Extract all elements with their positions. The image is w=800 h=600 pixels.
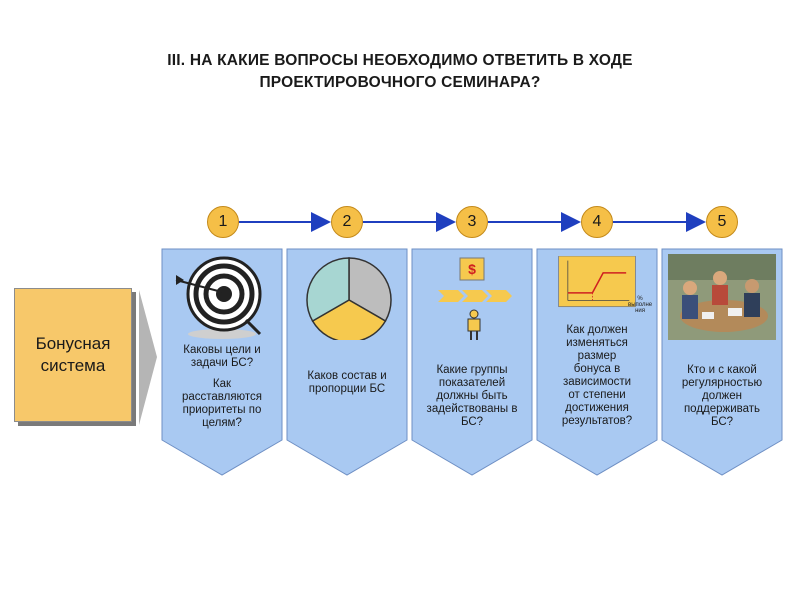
title-line-1: III. НА КАКИЕ ВОПРОСЫ НЕОБХОДИМО ОТВЕТИТ…	[167, 52, 633, 69]
bonus-system-box: Бонусная система	[14, 288, 132, 422]
step-3-line: должны быть	[436, 390, 508, 402]
step-card-1: Каковы цели и задачи БС? Как расставляют…	[161, 248, 283, 476]
bonus-curve-chart-icon	[558, 256, 636, 308]
step-4-text: Как должен изменяться размер бонуса в за…	[544, 324, 650, 428]
step-3-text: Какие группы показателей должны быть зад…	[419, 364, 525, 429]
chart-axis-label-line: %	[637, 296, 643, 302]
step-card-5: Кто и с какой регулярностью должен подде…	[661, 248, 783, 476]
chart-axis-label-line: выполне	[628, 302, 653, 308]
step-4-line: результатов?	[561, 415, 633, 427]
step-5-line: поддерживать	[683, 403, 761, 415]
step-5-line: должен	[701, 390, 742, 402]
step-1-line: приоритеты по	[182, 404, 262, 416]
step-3-line: БС?	[460, 416, 484, 428]
step-number-1: 1	[207, 206, 239, 238]
page-title: III. НА КАКИЕ ВОПРОСЫ НЕОБХОДИМО ОТВЕТИТ…	[0, 50, 800, 94]
step-2-text: Каков состав и пропорции БС	[294, 370, 400, 396]
step-card-3: $ Какие группы показателей должны быть з…	[411, 248, 533, 476]
step-3-line: показателей	[438, 377, 506, 389]
step-3-line: задействованы в	[426, 403, 518, 415]
metrics-icon	[438, 257, 512, 340]
step-4-line: бонуса в	[573, 363, 621, 375]
pie-chart-icon	[306, 257, 392, 340]
step-number-4: 4	[581, 206, 613, 238]
step-2-line: Каков состав и	[307, 370, 387, 382]
bonus-system-line-2: система	[40, 356, 106, 375]
step-4-line: Как должен	[566, 324, 628, 336]
dollar-sign: $	[468, 261, 476, 277]
chart-axis-label-line: ния	[635, 308, 646, 314]
step-5-line: Кто и с какой	[687, 364, 757, 376]
step-1-line: задачи БС?	[190, 357, 254, 369]
step-5-line: БС?	[710, 416, 734, 428]
step-3-line: Какие группы	[436, 364, 508, 376]
step-4-line: зависимости	[562, 376, 632, 388]
step-card-4: % выполне ния Как должен изменяться разм…	[536, 248, 658, 476]
step-4-line: изменяться	[566, 337, 628, 349]
target-icon	[175, 256, 262, 339]
step-4-line: размер	[577, 350, 617, 362]
step-5-text: Кто и с какой регулярностью должен подде…	[669, 364, 775, 429]
step-number-5: 5	[706, 206, 738, 238]
step-1-text: Каковы цели и задачи БС? Как расставляют…	[169, 344, 275, 430]
title-line-2: ПРОЕКТИРОВОЧНОГО СЕМИНАРА?	[259, 74, 541, 91]
step-4-line: достижения	[565, 402, 629, 414]
step-1-line: Как	[212, 378, 232, 390]
chart-axis-label: % выполне ния	[628, 296, 652, 314]
meeting-photo-icon	[668, 254, 776, 340]
step-4-line: от степени	[568, 389, 626, 401]
step-number-3: 3	[456, 206, 488, 238]
step-5-line: регулярностью	[681, 377, 763, 389]
chevron-arrow-icon	[139, 290, 157, 425]
timeline-arrows	[239, 212, 706, 232]
step-1-line: расставляются	[181, 391, 263, 403]
step-1-line: Каковы цели и	[183, 344, 261, 356]
step-1-line: целям?	[202, 417, 242, 429]
bonus-system-line-1: Бонусная	[35, 334, 111, 353]
step-card-2: Каков состав и пропорции БС	[286, 248, 408, 476]
step-2-line: пропорции БС	[308, 383, 386, 395]
step-number-2: 2	[331, 206, 363, 238]
